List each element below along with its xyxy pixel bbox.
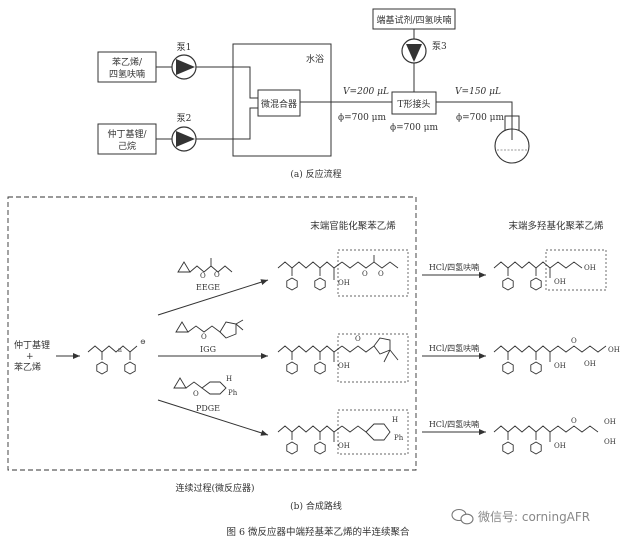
heading-polyhydroxy-ps: 末端多羟基化聚苯乙烯 bbox=[508, 220, 604, 232]
svg-text:Ph: Ph bbox=[394, 434, 404, 442]
svg-text:OH: OH bbox=[584, 360, 596, 368]
pump-1-triangle bbox=[176, 59, 195, 75]
svg-text:OH: OH bbox=[608, 346, 620, 354]
continuous-process-label: 连续过程(微反应器) bbox=[175, 482, 254, 494]
figure-caption: 图 6 微反应器中端羟基苯乙烯的半连续聚合 bbox=[226, 526, 410, 538]
product-3-functionalized: OH H Ph bbox=[277, 409, 409, 455]
micromixer bbox=[257, 89, 301, 117]
caption-b: (b) 合成路线 bbox=[290, 500, 342, 512]
svg-text:O: O bbox=[362, 270, 368, 278]
svg-text:⊖: ⊖ bbox=[140, 338, 146, 346]
svg-text:OH: OH bbox=[554, 278, 566, 286]
svg-text:OH: OH bbox=[604, 418, 616, 426]
pdge-structure: H Ph O bbox=[173, 375, 238, 398]
svg-text:OH: OH bbox=[584, 264, 596, 272]
product-2-functionalized: OH O bbox=[277, 333, 409, 383]
svg-text:OH: OH bbox=[338, 362, 350, 370]
svg-text:O: O bbox=[355, 335, 361, 343]
product-2-polyhydroxy: OH O OH OH bbox=[493, 337, 620, 375]
heading-functionalized-ps: 末端官能化聚苯乙烯 bbox=[310, 220, 396, 232]
line-pump2-mixer bbox=[196, 107, 258, 140]
wechat-icon bbox=[451, 508, 474, 525]
pump-2-label: 泵2 bbox=[177, 113, 192, 124]
pump-3-label: 泵3 bbox=[432, 41, 447, 52]
reservoir-2-label-line1: 仲丁基锂/ bbox=[107, 128, 147, 140]
caption-a: (a) 反应流程 bbox=[290, 168, 341, 180]
product-3-polyhydroxy: OH O OH OH bbox=[493, 417, 616, 455]
start-label-line2: + bbox=[26, 352, 34, 362]
reservoir-1-label-line1: 苯乙烯/ bbox=[112, 56, 143, 68]
reservoir-3-label: 端基试剂/四氢呋喃 bbox=[376, 14, 451, 26]
water-bath bbox=[232, 43, 332, 157]
line-pump1-mixer bbox=[196, 66, 258, 99]
svg-text:H: H bbox=[392, 416, 398, 424]
reagent-pdge-label: PDGE bbox=[196, 404, 220, 413]
watermark-text: 微信号: corningAFR bbox=[478, 510, 590, 524]
eege-structure: O O bbox=[177, 258, 233, 280]
svg-text:OH: OH bbox=[338, 279, 350, 287]
flow-volume-1: V=200 μL bbox=[343, 87, 389, 97]
svg-text:OH: OH bbox=[554, 442, 566, 450]
pump-1-label: 泵1 bbox=[177, 42, 192, 53]
tube-diameter-1: ϕ=700 μm bbox=[338, 113, 387, 123]
svg-text:OH: OH bbox=[554, 362, 566, 370]
reservoir-1-label-line2: 四氢呋喃 bbox=[109, 68, 145, 80]
tube-diameter-3: ϕ=700 μm bbox=[456, 113, 505, 123]
watermark: 微信号: corningAFR bbox=[451, 508, 590, 525]
svg-text:O: O bbox=[201, 333, 207, 341]
svg-text:O: O bbox=[193, 390, 199, 398]
condition-hcl-thf-1: HCl/四氢呋喃 bbox=[429, 262, 479, 272]
condition-hcl-thf-3: HCl/四氢呋喃 bbox=[429, 419, 479, 429]
svg-text:OH: OH bbox=[338, 442, 350, 450]
svg-text:n: n bbox=[118, 347, 122, 354]
start-label-line1: 仲丁基锂 bbox=[14, 339, 50, 351]
living-polystyrene-structure: ⊖ n bbox=[87, 338, 146, 375]
igg-structure: O bbox=[175, 319, 244, 341]
t-junction-label: T形接头 bbox=[397, 98, 430, 110]
svg-text:H: H bbox=[226, 375, 232, 383]
water-bath-label: 水浴 bbox=[306, 53, 324, 65]
svg-text:O: O bbox=[571, 337, 577, 345]
continuous-process-box bbox=[7, 196, 417, 471]
pump-3-triangle bbox=[406, 44, 422, 62]
synthesis-route-diagram: 末端官能化聚苯乙烯 末端多羟基化聚苯乙烯 仲丁基锂 + 苯乙烯 ⊖ n O O … bbox=[7, 196, 620, 512]
product-1-functionalized: OH O O bbox=[277, 249, 409, 297]
condition-hcl-thf-2: HCl/四氢呋喃 bbox=[429, 343, 479, 353]
svg-text:O: O bbox=[378, 270, 384, 278]
reagent-igg-label: IGG bbox=[200, 345, 216, 354]
product-1-polyhydroxy: OH OH bbox=[493, 249, 607, 291]
reaction-flow-diagram: 苯乙烯/ 四氢呋喃 仲丁基锂/ 己烷 泵1 泵2 水浴 微混合器 V=200 μ… bbox=[97, 8, 530, 180]
tube-diameter-2: ϕ=700 μm bbox=[390, 123, 439, 133]
collection-flask bbox=[494, 115, 530, 164]
svg-text:O: O bbox=[200, 272, 206, 280]
pump-2-triangle bbox=[176, 131, 195, 147]
micromixer-label: 微混合器 bbox=[261, 98, 297, 110]
reagent-eege-label: EEGE bbox=[196, 283, 220, 292]
svg-text:O: O bbox=[571, 417, 577, 425]
reservoir-2-label-line2: 己烷 bbox=[118, 140, 136, 152]
arrow-to-pdge-product bbox=[157, 399, 269, 436]
arrow-to-eege-product bbox=[157, 279, 269, 316]
start-label-line3: 苯乙烯 bbox=[14, 361, 41, 373]
svg-text:O: O bbox=[214, 271, 220, 279]
svg-text:OH: OH bbox=[604, 438, 616, 446]
svg-text:Ph: Ph bbox=[228, 389, 238, 397]
flow-volume-2: V=150 μL bbox=[455, 87, 501, 97]
